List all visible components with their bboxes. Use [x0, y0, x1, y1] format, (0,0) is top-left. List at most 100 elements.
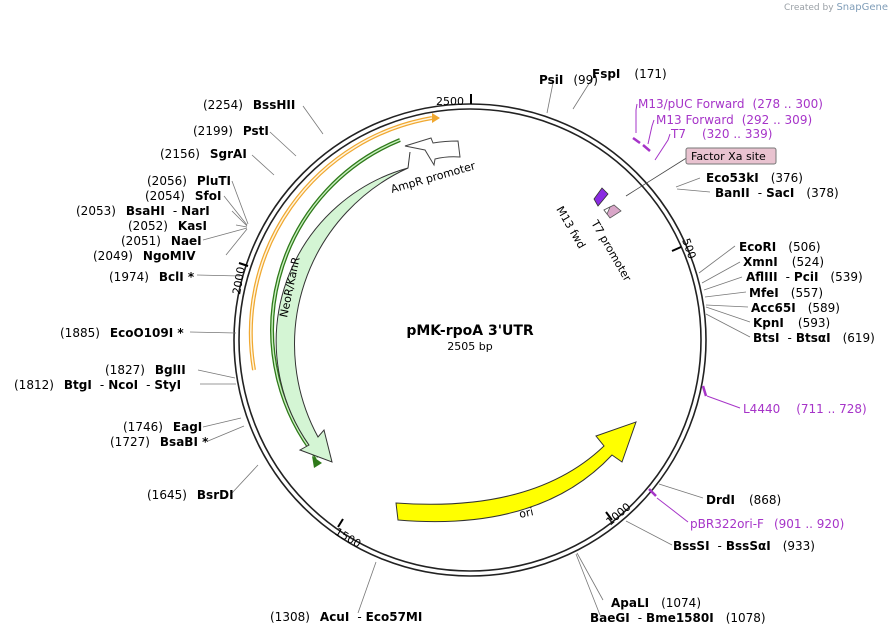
ticks: [238, 94, 682, 528]
factor-xa-label: Factor Xa site: [691, 150, 766, 163]
bsssi-leader: [625, 520, 673, 546]
eco53ki-leader: [675, 177, 701, 188]
tick-500-mark: [671, 246, 682, 252]
tick-1500: 1500: [333, 525, 364, 550]
apali-leader: [576, 552, 604, 601]
site-banii[interactable]: BanII-SacI(378): [715, 186, 839, 200]
primer-mark-l4440: [701, 385, 708, 397]
psii-leader: [546, 82, 554, 114]
m13-fwd-feature[interactable]: [593, 187, 609, 207]
bsabi-leader: [207, 425, 245, 442]
snapgene-credit: Created by SnapGene: [784, 2, 888, 13]
site-sgrai[interactable]: (2156)SgrAI: [160, 147, 247, 161]
site-naei[interactable]: (2051)NaeI: [121, 234, 202, 248]
snapgene-logo: SnapGene: [836, 2, 888, 13]
site-fspi[interactable]: FspI(171): [592, 67, 667, 81]
site-acui[interactable]: (1308)AcuI-Eco57MI: [270, 610, 422, 624]
tick-500: 500: [679, 237, 698, 261]
bcli-leader: [196, 274, 241, 277]
site-bsabi[interactable]: (1727)BsaBI *: [110, 435, 209, 449]
primer-m13fwd[interactable]: M13 Forward(292 .. 309): [656, 113, 812, 127]
m13-fwd-label: M13 fwd: [553, 204, 588, 251]
m13puc-leader: [635, 103, 638, 133]
l4440-leader: [706, 395, 741, 409]
tick-1500-mark: [337, 518, 344, 528]
site-btsi[interactable]: BtsI-BtsαI(619): [753, 331, 875, 345]
site-eco53ki[interactable]: Eco53kI(376): [706, 171, 803, 185]
site-ecoo109i[interactable]: (1885)EcoO109I *: [60, 326, 184, 340]
site-bsssi[interactable]: BssSI-BssSαI(933): [673, 539, 815, 553]
site-kasi[interactable]: (2052)KasI: [128, 219, 207, 233]
ori-arrow[interactable]: [395, 421, 637, 523]
site-bsahi[interactable]: (2053)BsaHI-NarI: [76, 204, 210, 218]
primer-leaders: [635, 103, 741, 523]
eagi-leader: [202, 417, 242, 428]
site-psii[interactable]: PsiI(99): [539, 73, 598, 87]
sgrai-leader: [251, 154, 275, 176]
primer-marks: [632, 136, 708, 497]
mfei-leader: [704, 291, 747, 298]
site-afliii[interactable]: AflIII-PciI(539): [746, 270, 863, 284]
site-btgi[interactable]: (1812)BtgI-NcoI-StyI: [14, 378, 181, 392]
primer-l4440[interactable]: L4440(711 .. 728): [743, 402, 867, 416]
primer-mark-pbr322: [648, 488, 657, 497]
site-drdi[interactable]: DrdI(868): [706, 493, 781, 507]
orange-feature-arrowhead: [432, 113, 440, 123]
site-bglii[interactable]: (1827)BglII: [105, 363, 186, 377]
site-xmni[interactable]: XmnI(524): [743, 255, 824, 269]
ngomiv-leader: [225, 228, 248, 256]
site-bsshii[interactable]: (2254)BssHII: [203, 98, 295, 112]
acui-leader: [357, 561, 377, 614]
ecoo109i-leader: [189, 331, 237, 334]
site-kpni[interactable]: KpnI(593): [753, 316, 830, 330]
fspi-leader: [572, 77, 594, 110]
primer-m13puc[interactable]: M13/pUC Forward(278 .. 300): [638, 97, 823, 111]
site-psti[interactable]: (2199)PstI: [193, 124, 269, 138]
naei-leader: [202, 227, 248, 241]
plasmid-name: pMK-rpoA 3'UTR: [406, 323, 534, 339]
t7-promoter-label: T7 promoter: [588, 217, 634, 284]
bglii-leader: [197, 369, 236, 379]
site-sfoi[interactable]: (2054)SfoI: [145, 189, 221, 203]
plasmid-length: 2505 bp: [447, 340, 492, 353]
neor-kanr-arrow[interactable]: [275, 151, 411, 463]
bsahi-leader: [231, 210, 248, 227]
factor-xa-leader: [625, 156, 689, 197]
acc65i-leader: [705, 304, 749, 308]
backbone-inner: [238, 108, 702, 572]
site-pluti[interactable]: (2056)PluTI: [147, 174, 231, 188]
site-eagi[interactable]: (1746)EagI: [123, 420, 202, 434]
tick-2000-mark: [238, 262, 249, 267]
site-bsrdi[interactable]: (1645)BsrDI: [147, 488, 234, 502]
sfoi-leader: [223, 195, 248, 226]
banii-leader: [676, 188, 711, 193]
pluti-leader: [231, 180, 249, 225]
enzyme-leaders: [189, 77, 751, 616]
site-ecori[interactable]: EcoRI(506): [739, 240, 821, 254]
site-baegi[interactable]: BaeGI-Bme1580I(1078): [590, 611, 766, 625]
btsi-leader: [705, 313, 751, 338]
site-acc65i[interactable]: Acc65I(589): [751, 301, 840, 315]
site-ngomiv[interactable]: (2049)NgoMIV: [93, 249, 196, 263]
primer-mark-m13puc: [632, 136, 641, 145]
afliii-leader: [703, 276, 743, 291]
site-bcli[interactable]: (1974)BclI *: [109, 270, 195, 284]
site-mfei[interactable]: MfeI(557): [749, 286, 823, 300]
tick-2500: 2500: [436, 95, 464, 108]
bsrdi-leader: [231, 464, 259, 494]
site-apali[interactable]: ApaLI(1074): [611, 596, 701, 610]
t7-leader: [654, 133, 671, 161]
ampr-promoter-arrow[interactable]: [404, 137, 461, 167]
ecori-leader: [698, 245, 736, 274]
factor-xa-box[interactable]: [685, 147, 777, 165]
psti-leader: [269, 131, 297, 157]
m13fwd-leader: [647, 119, 655, 145]
tick-1000-mark: [605, 511, 613, 521]
orange-feature-line-inner: [250, 117, 433, 371]
kpni-leader: [705, 306, 751, 323]
primer-pbr322[interactable]: pBR322ori-F(901 .. 920): [690, 517, 844, 531]
green-feature-line-inner: [271, 139, 401, 459]
baegi-leader: [575, 553, 601, 616]
primer-t7[interactable]: T7(320 .. 339): [670, 127, 772, 141]
